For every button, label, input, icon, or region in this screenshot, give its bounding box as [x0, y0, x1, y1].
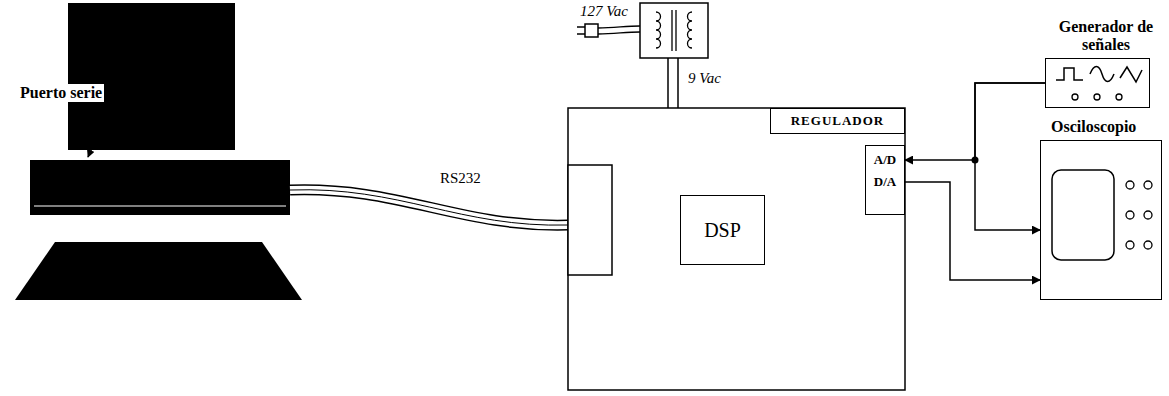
port-label: Puerto serie — [18, 84, 104, 102]
plug — [585, 24, 598, 37]
port-pointer — [88, 106, 103, 157]
dsp-chip: DSP — [680, 195, 765, 265]
knob — [1144, 181, 1152, 189]
triangle-wave-symbol — [1120, 67, 1142, 82]
converter-box: A/D D/A — [865, 145, 905, 215]
dsp-board — [568, 108, 905, 390]
cable-label: RS232 — [438, 170, 483, 187]
rs232-cable — [290, 190, 568, 225]
node-text: REGULADOR — [791, 113, 885, 129]
knob — [1072, 94, 1078, 100]
plug-prong — [577, 26, 585, 28]
junction-dot — [972, 157, 979, 164]
rs232-cable — [290, 190, 568, 225]
knob — [1144, 241, 1152, 249]
knob — [1144, 211, 1152, 219]
oscilloscope: Osciloscopio — [1040, 140, 1162, 300]
signal-wire — [975, 83, 1045, 230]
signal-wire — [905, 182, 1040, 280]
sine-wave-symbol — [1090, 67, 1114, 82]
transformer-coil — [656, 12, 661, 48]
transformer-coil — [688, 12, 692, 48]
knob — [1126, 241, 1134, 249]
knob — [1116, 94, 1122, 100]
system-unit — [30, 160, 290, 215]
knob — [1126, 181, 1134, 189]
monitor — [68, 3, 235, 150]
transformer — [640, 3, 708, 58]
keyboard — [15, 242, 302, 300]
serial-connector — [568, 165, 612, 275]
signal-generator: Generador de señales — [1045, 58, 1150, 108]
node-text: DSP — [704, 222, 741, 238]
transformer-core — [671, 10, 672, 51]
knob — [1126, 211, 1134, 219]
plug-prong — [577, 33, 585, 35]
voltage-label: 127 Vac — [578, 3, 630, 20]
regulator-box: REGULADOR — [770, 108, 905, 134]
node-heading: Generador de señales — [1054, 18, 1158, 54]
mains-cord — [598, 26, 640, 28]
power-cable — [667, 58, 669, 108]
node-text: D/A — [874, 174, 896, 190]
square-wave-symbol — [1056, 68, 1083, 80]
power-cable — [677, 58, 679, 108]
scope-screen — [1052, 170, 1114, 260]
transformer-core — [675, 10, 676, 51]
mains-cord — [598, 32, 640, 34]
knob — [1094, 94, 1100, 100]
node-text: A/D — [874, 152, 896, 168]
system-unit-edge — [34, 206, 286, 207]
node-heading: Osciloscopio — [1051, 118, 1136, 136]
rs232-cable — [290, 190, 568, 225]
voltage-label: 9 Vac — [686, 70, 723, 87]
